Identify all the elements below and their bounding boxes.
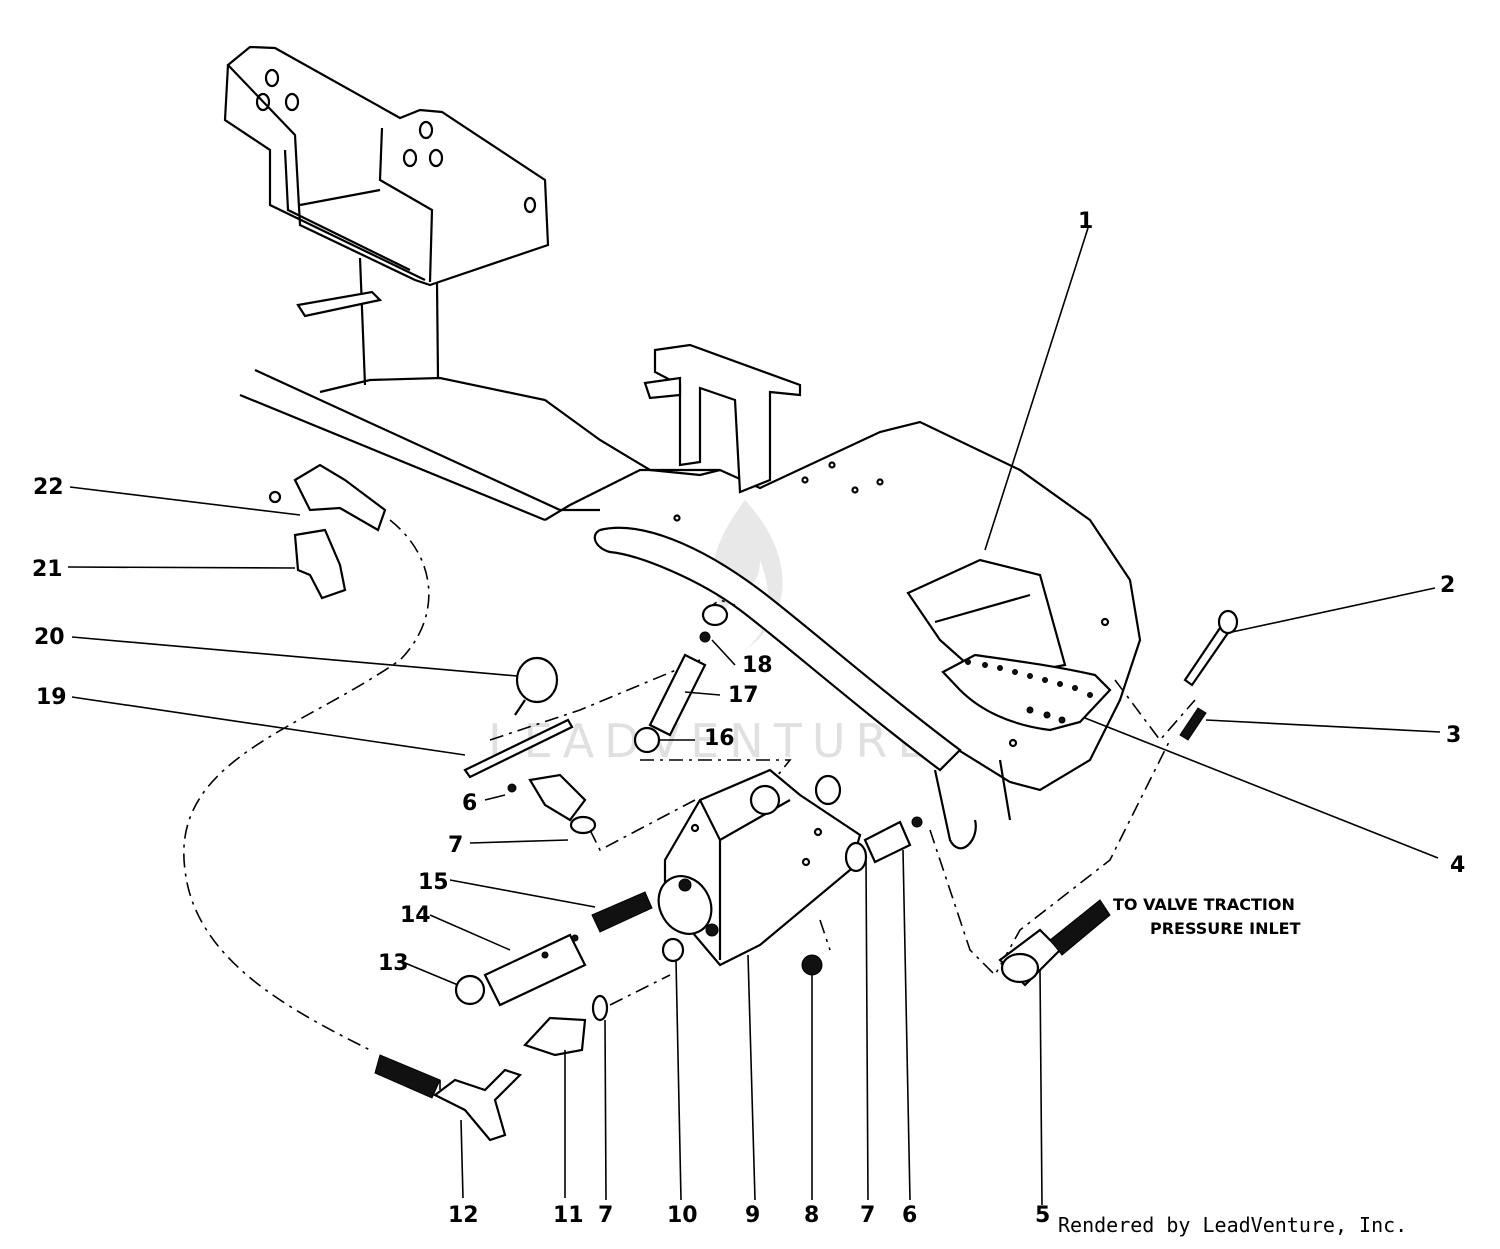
callout-9: 9 (745, 1203, 760, 1228)
callout-4: 4 (1450, 853, 1465, 878)
callout-10: 10 (667, 1203, 698, 1228)
callout-7-right: 7 (860, 1203, 875, 1228)
note-line-2: PRESSURE INLET (1150, 919, 1301, 938)
callout-7-left: 7 (448, 833, 463, 858)
callout-3: 3 (1446, 723, 1461, 748)
callout-12: 12 (448, 1203, 479, 1228)
callout-18: 18 (742, 653, 773, 678)
seat-bracket (223, 45, 550, 386)
credit-text: Rendered by LeadVenture, Inc. (1058, 1213, 1407, 1237)
callout-2: 2 (1440, 573, 1455, 598)
note-line-1: TO VALVE TRACTION (1113, 895, 1295, 914)
callout-14: 14 (400, 903, 431, 928)
callout-1: 1 (1078, 209, 1093, 234)
callout-15: 15 (418, 870, 449, 895)
callout-19: 19 (36, 685, 67, 710)
callout-20: 20 (34, 625, 65, 650)
callout-6-right: 6 (902, 1203, 917, 1228)
leader-lines (67, 227, 1441, 1206)
callout-6-left: 6 (462, 791, 477, 816)
gauge-scale-marks (965, 659, 1093, 724)
callout-17: 17 (728, 683, 759, 708)
inlet-note: TO VALVE TRACTION PRESSURE INLET (1113, 895, 1301, 938)
callout-21: 21 (32, 557, 63, 582)
callout-8: 8 (804, 1203, 819, 1228)
frame (239, 343, 1142, 850)
callout-22: 22 (33, 475, 64, 500)
callout-5: 5 (1035, 1203, 1050, 1228)
callout-16: 16 (704, 726, 735, 751)
callouts: 1 2 3 4 5 6 7 8 9 10 7 11 12 13 14 15 16… (32, 209, 1465, 1228)
hydraulic-hose (183, 519, 441, 1090)
small-parts (268, 463, 1239, 1142)
callout-11: 11 (553, 1203, 584, 1228)
callout-7-bottom: 7 (598, 1203, 613, 1228)
valve-body (657, 768, 862, 967)
callout-13: 13 (378, 951, 409, 976)
